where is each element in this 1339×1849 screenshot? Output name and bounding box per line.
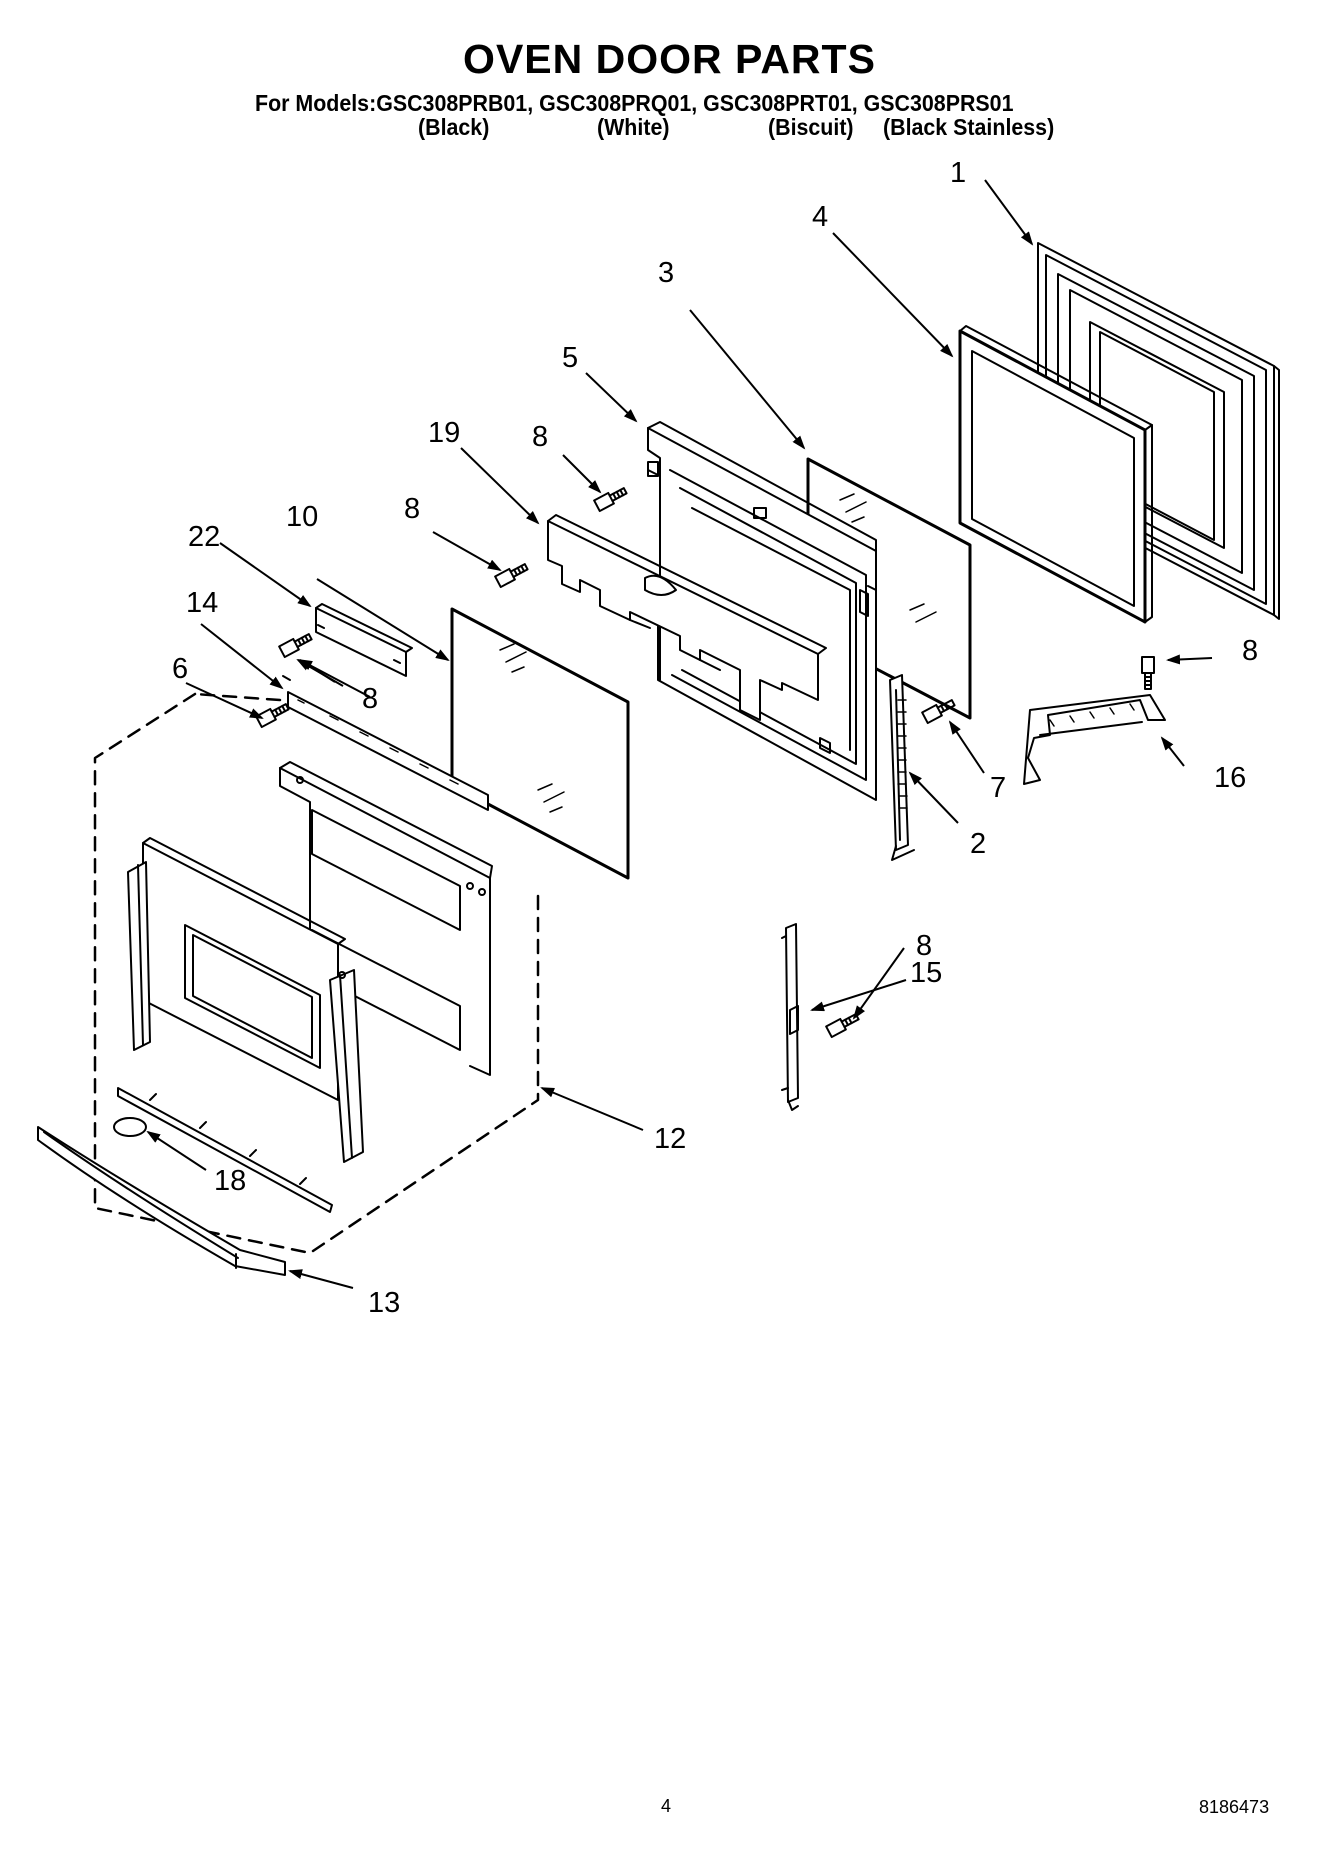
callout-8-c: 8 [362,683,378,715]
callout-1: 1 [950,157,966,189]
callout-5: 5 [562,342,578,374]
shortline-fix [299,659,336,683]
screw-8-b [494,563,529,589]
callout-15: 15 [910,957,942,989]
callout-8-e: 8 [916,930,932,962]
document-number: 8186473 [1199,1797,1270,1817]
screw-8-d [1141,656,1155,690]
callout-13: 13 [368,1287,400,1319]
part-13-handle [37,1126,286,1276]
color-black: (Black) [418,114,490,140]
callout-8-d: 8 [1242,635,1258,667]
page-number: 4 [661,1796,672,1816]
callout-4: 4 [812,201,828,233]
part-19-baffle [547,514,827,721]
callout-14: 14 [186,587,218,619]
page-title: OVEN DOOR PARTS [463,36,876,82]
callout-22: 22 [188,521,220,553]
color-biscuit: (Biscuit) [768,114,854,140]
part-2-hinge [889,674,915,861]
screw-8-e [825,1013,860,1039]
callout-8-a: 8 [532,421,548,453]
callout-12: 12 [654,1123,686,1155]
color-black-stainless: (Black Stainless) [883,114,1055,140]
part-22-bracket [315,603,413,677]
screw-7 [921,699,956,725]
callout-19: 19 [428,417,460,449]
screw-8-a [593,487,628,513]
callout-8-b: 8 [404,493,420,525]
callout-18: 18 [214,1165,246,1197]
callout-10: 10 [286,501,318,533]
part-12-door-assembly [93,692,540,1255]
callout-2: 2 [970,828,986,860]
callout-6: 6 [172,653,188,685]
screw-6 [255,703,290,729]
part-18-badge [113,1117,147,1137]
callout-16: 16 [1214,762,1246,794]
part-16-bracket [1023,694,1166,785]
part-4-door-frame [958,325,1153,624]
part-10-glass [450,607,630,880]
callout-7: 7 [990,772,1006,804]
part-14-bar [282,675,489,811]
screw-8-c [278,633,313,659]
color-white: (White) [597,114,670,140]
leader-lines [146,179,1213,1289]
callout-3: 3 [658,257,674,289]
part-15-hinge-receiver [781,923,799,1111]
callout-numbers: 1 4 3 5 19 8 8 10 22 14 8 6 8 16 7 2 8 1… [172,157,1258,1319]
part-5-inner-liner [647,421,877,801]
models-line: For Models:GSC308PRB01, GSC308PRQ01, GSC… [255,90,1014,116]
